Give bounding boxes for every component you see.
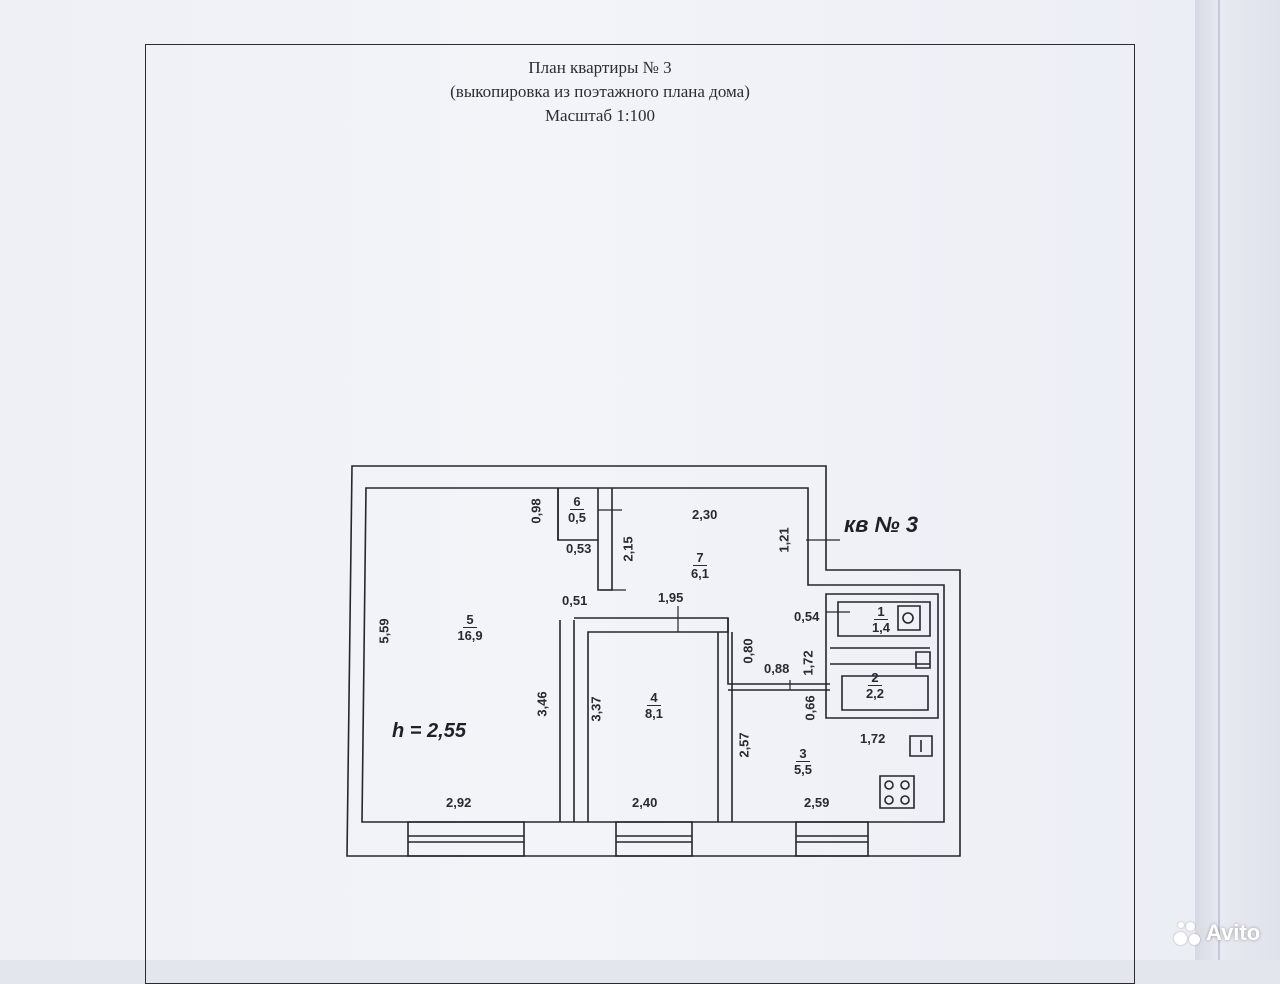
bathroom-inner xyxy=(837,601,931,637)
room-7-area: 6,1 xyxy=(690,566,710,581)
window-3 xyxy=(795,821,869,857)
dim-054: 0,54 xyxy=(794,609,820,624)
plan-title: План квартиры № 3 xyxy=(528,58,672,77)
room-6-label: 6 0,5 xyxy=(561,494,593,525)
dim-172-vertical: 1,72 xyxy=(800,650,816,676)
room-4-number: 4 xyxy=(647,690,661,706)
wall-below-closet xyxy=(597,540,613,591)
watermark: Avito xyxy=(1172,918,1260,948)
room-2-number: 2 xyxy=(868,670,882,686)
kitchen-sink xyxy=(909,735,933,757)
dim-066: 0,66 xyxy=(802,695,818,721)
dim-172-horizontal: 1,72 xyxy=(860,731,886,746)
apartment-label: кв № 3 xyxy=(844,512,919,537)
room-3-area: 5,5 xyxy=(793,762,813,777)
plan-scale: Масштаб 1:100 xyxy=(544,106,656,125)
dim-215: 2,15 xyxy=(620,536,636,562)
avito-logo-icon xyxy=(1172,918,1202,948)
wall-corridor-right xyxy=(727,618,830,691)
dim-292: 2,92 xyxy=(446,795,472,810)
wall-room4-right xyxy=(717,632,733,822)
wall-room5-right xyxy=(557,488,575,822)
bathtub xyxy=(841,675,929,711)
plan-subtitle: (выкопировка из поэтажного плана дома) xyxy=(450,82,750,101)
bathroom-block xyxy=(825,593,939,719)
room-2-label: 2 2,2 xyxy=(856,670,894,701)
title-block: План квартиры № 3 (выкопировка из поэтаж… xyxy=(380,56,820,128)
room-6-area: 0,5 xyxy=(567,510,587,525)
dim-088: 0,88 xyxy=(764,661,790,676)
window-2 xyxy=(615,821,693,857)
dim-257: 2,57 xyxy=(736,732,752,758)
outer-wall xyxy=(346,465,961,857)
dim-053: 0,53 xyxy=(566,541,592,556)
room-5-area: 16,9 xyxy=(457,628,483,643)
ceiling-height: h = 2,55 xyxy=(392,720,466,742)
dim-240: 2,40 xyxy=(632,795,658,810)
room-7-number: 7 xyxy=(693,550,707,566)
dim-195: 1,95 xyxy=(658,590,684,605)
room-5-label: 5 16,9 xyxy=(448,612,492,643)
dim-080: 0,80 xyxy=(740,638,756,664)
dim-559: 5,59 xyxy=(376,618,392,644)
room-1-area: 1,4 xyxy=(871,620,891,635)
room-4-area: 8,1 xyxy=(644,706,664,721)
room-1-label: 1 1,4 xyxy=(862,604,900,635)
closet-6-walls xyxy=(557,488,613,541)
dim-098: 0,98 xyxy=(528,498,544,524)
watermark-text: Avito xyxy=(1206,920,1261,945)
dim-346: 3,46 xyxy=(534,691,550,717)
paper-sheet xyxy=(0,0,1200,960)
dim-121: 1,21 xyxy=(776,527,792,553)
stove xyxy=(879,775,915,809)
room-1-number: 1 xyxy=(874,604,888,620)
dim-051: 0,51 xyxy=(562,593,588,608)
sink-bath xyxy=(915,651,931,669)
dim-230: 2,30 xyxy=(692,507,718,522)
bath-partition xyxy=(830,647,930,665)
room-6-number: 6 xyxy=(570,494,584,510)
floor-plan xyxy=(346,465,961,857)
dim-337: 3,37 xyxy=(588,696,604,722)
paper-edge xyxy=(1195,0,1280,960)
room-3-number: 3 xyxy=(796,746,810,762)
room-5-number: 5 xyxy=(463,612,477,628)
room-3-label: 3 5,5 xyxy=(784,746,822,777)
paper-fold xyxy=(1218,0,1220,960)
window-1 xyxy=(407,821,525,857)
dim-259: 2,59 xyxy=(804,795,830,810)
room-2-area: 2,2 xyxy=(865,686,885,701)
toilet-bowl xyxy=(902,612,914,624)
room-7-label: 7 6,1 xyxy=(680,550,720,581)
toilet xyxy=(897,605,921,631)
room-4-label: 4 8,1 xyxy=(634,690,674,721)
inner-wall-face xyxy=(361,487,945,823)
